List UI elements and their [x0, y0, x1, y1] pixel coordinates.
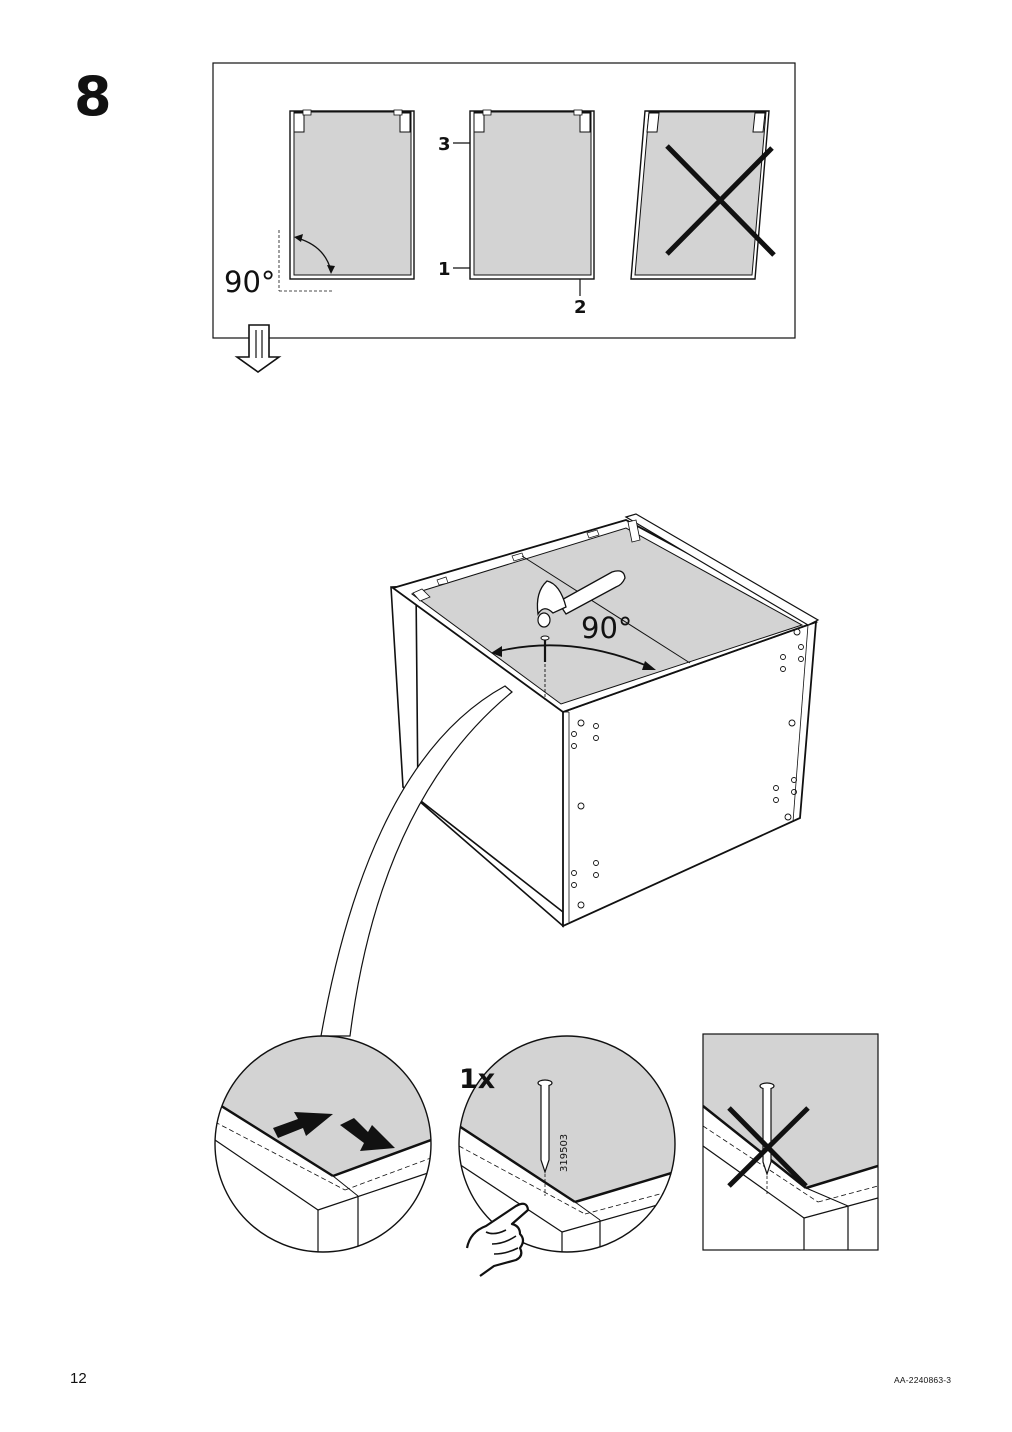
- document-id: AA-2240863-3: [894, 1375, 952, 1385]
- angle-label-cabinet: 90°: [581, 611, 632, 645]
- back-panel-skewed-incorrect: [630, 110, 776, 280]
- quantity-label: 1x: [459, 1064, 495, 1095]
- nail-article-number: 319503: [559, 1134, 570, 1172]
- page-number: 12: [70, 1370, 87, 1387]
- zoom-callout: [320, 685, 513, 1037]
- detail-alignment-circle: [214, 1035, 432, 1253]
- cabinet-illustration: [390, 513, 820, 928]
- back-panel-alignment-frame: 90° 3 1 2: [212, 62, 796, 339]
- step-number: 8: [74, 65, 112, 128]
- detail-incorrect-square: [702, 1033, 879, 1251]
- detail-nail-circle: [458, 1035, 676, 1253]
- back-panel-labeled: [453, 109, 595, 296]
- next-step-arrow-icon: [234, 324, 282, 373]
- angle-label-panel: 90°: [224, 265, 275, 299]
- dowel-holes: [571, 628, 804, 909]
- part-label-3: 3: [438, 134, 451, 155]
- hammer-icon: [536, 570, 626, 628]
- part-label-1: 1: [438, 259, 451, 280]
- hand-pointing-icon: [465, 1202, 530, 1277]
- back-panel-square: [278, 109, 415, 292]
- nail-icon: [540, 635, 550, 700]
- part-label-2: 2: [574, 297, 587, 318]
